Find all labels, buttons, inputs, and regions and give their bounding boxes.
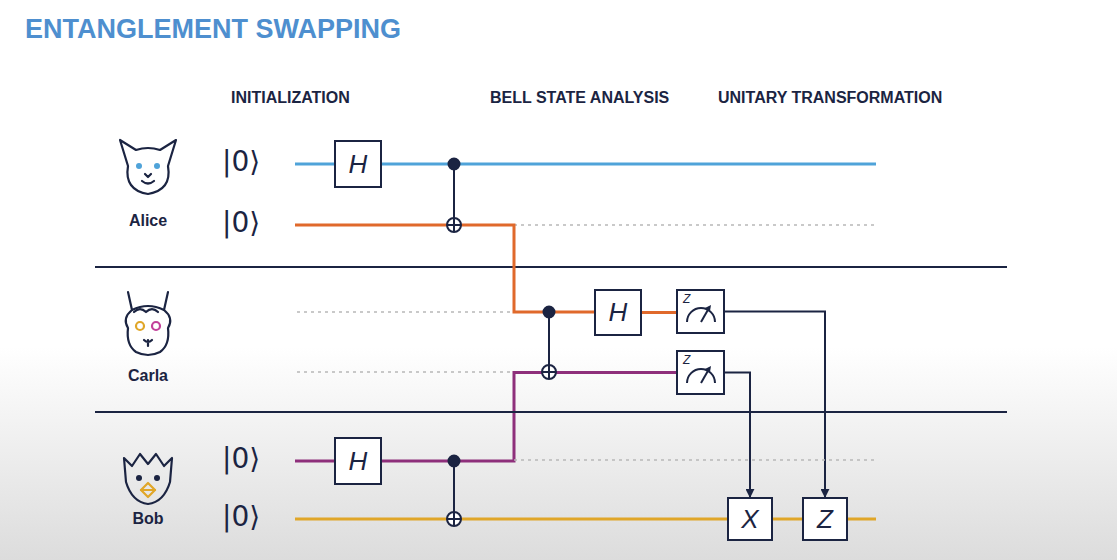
bird-icon bbox=[124, 454, 172, 504]
party-name: Carla bbox=[128, 367, 168, 385]
section-header: BELL STATE ANALYSIS bbox=[490, 89, 669, 107]
orange-wire bbox=[295, 225, 594, 312]
gate-label: H bbox=[349, 149, 368, 180]
section-header: INITIALIZATION bbox=[231, 89, 350, 107]
hadamard-gate: H bbox=[334, 437, 382, 485]
orange-wire bbox=[642, 311, 676, 314]
cnot-symbol bbox=[447, 456, 461, 527]
yellow-wire bbox=[773, 518, 802, 521]
cat-icon bbox=[120, 140, 176, 194]
pauli-z-gate: Z bbox=[802, 497, 848, 541]
separator-line bbox=[95, 266, 1007, 268]
cnot-symbol bbox=[447, 159, 461, 233]
qubit-ket: |0⟩ bbox=[222, 206, 260, 239]
gate-label: Z bbox=[817, 504, 833, 535]
blue-wire bbox=[295, 163, 876, 166]
hadamard-gate: H bbox=[594, 289, 642, 336]
measurement-box: Z bbox=[676, 289, 725, 334]
separator-line bbox=[95, 411, 1007, 413]
party-name: Alice bbox=[129, 212, 167, 230]
party-name: Bob bbox=[132, 510, 163, 528]
pauli-x-gate: X bbox=[727, 497, 773, 541]
classical-wire bbox=[725, 373, 750, 498]
dotted-wire bbox=[297, 225, 876, 460]
qubit-ket: |0⟩ bbox=[222, 442, 260, 475]
section-header: UNITARY TRANSFORMATION bbox=[718, 89, 942, 107]
classical-wire bbox=[725, 312, 825, 498]
qubit-ket: |0⟩ bbox=[222, 500, 260, 533]
cnot-symbol bbox=[542, 307, 556, 380]
purple-wire bbox=[382, 373, 676, 462]
meter-basis: Z bbox=[683, 353, 690, 367]
llama-icon bbox=[126, 292, 171, 355]
qubit-ket: |0⟩ bbox=[222, 145, 260, 178]
gate-label: H bbox=[349, 446, 368, 477]
yellow-wire bbox=[295, 518, 876, 521]
diagram-title: ENTANGLEMENT SWAPPING bbox=[25, 14, 401, 45]
measurement-box: Z bbox=[676, 350, 725, 395]
gate-label: H bbox=[609, 297, 628, 328]
gate-label: X bbox=[741, 504, 758, 535]
purple-wire bbox=[295, 460, 334, 463]
hadamard-gate: H bbox=[334, 140, 382, 188]
meter-basis: Z bbox=[683, 292, 690, 306]
